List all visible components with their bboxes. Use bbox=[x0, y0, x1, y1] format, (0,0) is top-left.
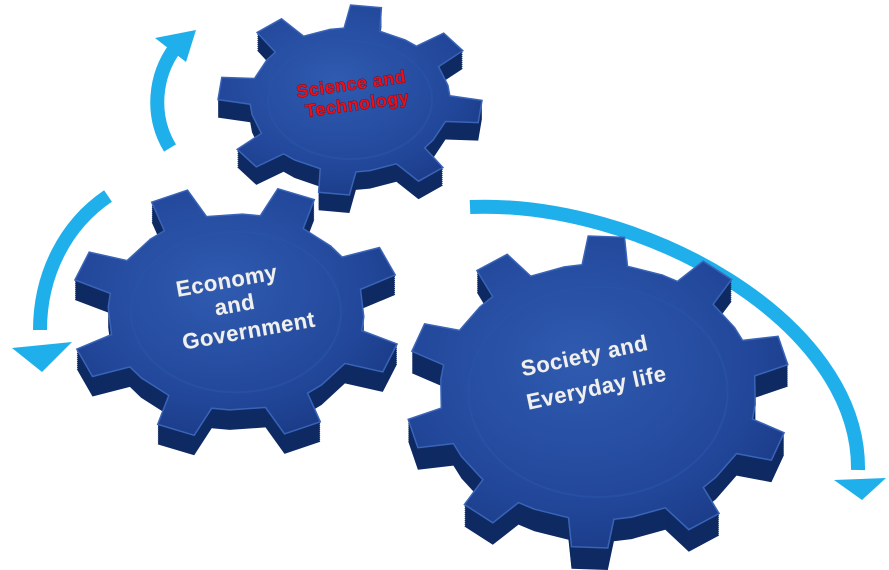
curved-arrow-icon bbox=[33, 190, 113, 331]
gear-society-everyday: Society and Everyday life bbox=[407, 235, 789, 570]
curved-arrow-icon bbox=[150, 43, 181, 152]
curved-arrow-head bbox=[155, 30, 196, 62]
curved-arrow-head bbox=[834, 478, 886, 500]
gear-hub-ring bbox=[267, 39, 433, 161]
gear-icon bbox=[217, 4, 483, 213]
gear-icon bbox=[73, 187, 399, 456]
gear-economy-government: Economy and Government bbox=[73, 187, 399, 456]
gear-hub-ring bbox=[130, 230, 342, 394]
gear-hub-ring bbox=[467, 286, 729, 498]
gear-top bbox=[217, 4, 483, 196]
gear-icon bbox=[407, 235, 789, 570]
gear-science-technology: Science and Technology bbox=[217, 4, 483, 213]
gear-top bbox=[73, 187, 399, 437]
gear-top bbox=[407, 235, 789, 549]
curved-arrow-head bbox=[12, 342, 72, 372]
